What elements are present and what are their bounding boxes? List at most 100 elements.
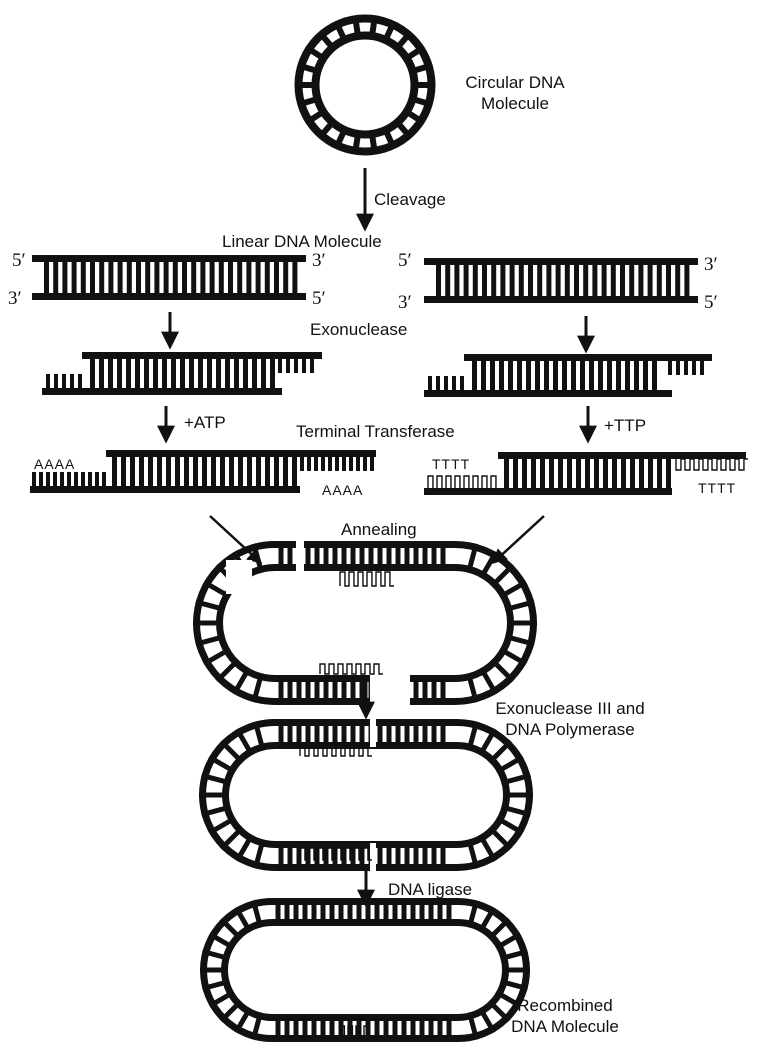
base-pair [201, 948, 231, 962]
base-pair [233, 1006, 253, 1034]
base-pair [692, 361, 696, 375]
annealing-label: Annealing [341, 520, 417, 539]
base-pair [466, 672, 479, 703]
base-pair [477, 906, 497, 934]
base-pair [310, 359, 314, 373]
base-pair [540, 459, 545, 488]
base-pair [208, 989, 236, 1009]
base-pair [270, 359, 275, 388]
strand [498, 452, 746, 459]
base-pair [234, 727, 255, 757]
base-pair [53, 262, 59, 293]
five-prime-left-bottom: 5′ [312, 288, 326, 309]
base-pair [117, 359, 122, 388]
base-pair [46, 472, 50, 486]
base-pair [368, 130, 378, 155]
base-pair [402, 107, 426, 126]
base-pair [195, 599, 226, 612]
base-pair [180, 359, 185, 388]
base-pair [90, 262, 95, 293]
base-pair [392, 30, 414, 53]
base-pair [477, 833, 498, 863]
base-pair [500, 772, 532, 786]
base-pair [144, 359, 149, 388]
ligase-label: DNA ligase [388, 880, 473, 899]
base-pair [491, 265, 497, 296]
base-pair [261, 359, 266, 388]
base-pair [252, 720, 266, 752]
base-pair [202, 579, 232, 600]
base-pair [219, 825, 245, 851]
base-pair [526, 361, 531, 390]
base-pair [625, 361, 630, 390]
base-pair [163, 262, 169, 293]
base-pair [117, 262, 123, 293]
three-prime-right-bottom: 3′ [398, 292, 412, 313]
base-pair [460, 376, 464, 390]
base-pair [250, 1011, 264, 1041]
base-pair [328, 457, 332, 471]
base-pair [487, 739, 513, 765]
base-pair [630, 459, 635, 488]
base-pair [562, 361, 567, 390]
base-pair [333, 125, 349, 150]
base-pair [44, 262, 49, 293]
base-pair [528, 265, 533, 296]
base-pair [643, 361, 648, 390]
base-pair [219, 999, 243, 1023]
base-pair [517, 361, 522, 390]
base-pair [202, 646, 232, 667]
base-pair [54, 374, 58, 388]
base-pair [99, 359, 104, 388]
base-pair [522, 459, 527, 488]
base-pair [220, 457, 225, 486]
strand [424, 296, 698, 303]
base-pair [555, 265, 561, 296]
base-pair [647, 265, 653, 296]
base-pair [255, 262, 261, 293]
base-pair [487, 825, 513, 851]
base-pair [335, 457, 339, 471]
strand-gap [370, 663, 410, 713]
base-pair [580, 361, 585, 390]
base-pair [498, 646, 528, 667]
base-pair [402, 44, 426, 63]
base-pair [108, 359, 113, 388]
ttp-label: +TTP [604, 416, 647, 435]
three-prime-right-top: 3′ [704, 254, 718, 275]
base-pair [209, 262, 215, 293]
strand [424, 258, 698, 265]
base-pair [478, 666, 499, 696]
linear-dna-right [424, 258, 698, 303]
base-pair [535, 361, 540, 390]
base-pair [583, 265, 589, 296]
base-pair [126, 262, 132, 293]
base-pair [612, 459, 617, 488]
base-pair [80, 262, 86, 293]
new-tail [319, 663, 383, 675]
base-pair [145, 262, 151, 293]
base-pair [333, 20, 349, 45]
five-prime-left-top: 5′ [12, 250, 26, 271]
base-pair [215, 658, 240, 683]
recombined-label: Recombined DNA Molecule [511, 996, 619, 1036]
base-pair [238, 457, 243, 486]
base-pair [504, 459, 509, 488]
recombined-dna-molecule [200, 898, 530, 1042]
base-pair [202, 457, 207, 486]
linear-dna-left [32, 255, 306, 300]
base-pair [250, 899, 264, 929]
three-prime-left-top: 3′ [312, 250, 326, 271]
circular-dna-label: Circular DNA Molecule [465, 73, 565, 113]
base-pair [481, 361, 486, 390]
base-pair [139, 457, 144, 486]
base-pair [466, 543, 479, 574]
base-pair [487, 917, 511, 941]
base-pair [70, 374, 74, 388]
annealing-arrow-right [491, 515, 545, 565]
base-pair [229, 457, 234, 486]
exonuclease-product-left [42, 352, 322, 395]
base-pair [252, 838, 266, 870]
base-pair [381, 125, 397, 150]
base-pair [466, 838, 480, 870]
